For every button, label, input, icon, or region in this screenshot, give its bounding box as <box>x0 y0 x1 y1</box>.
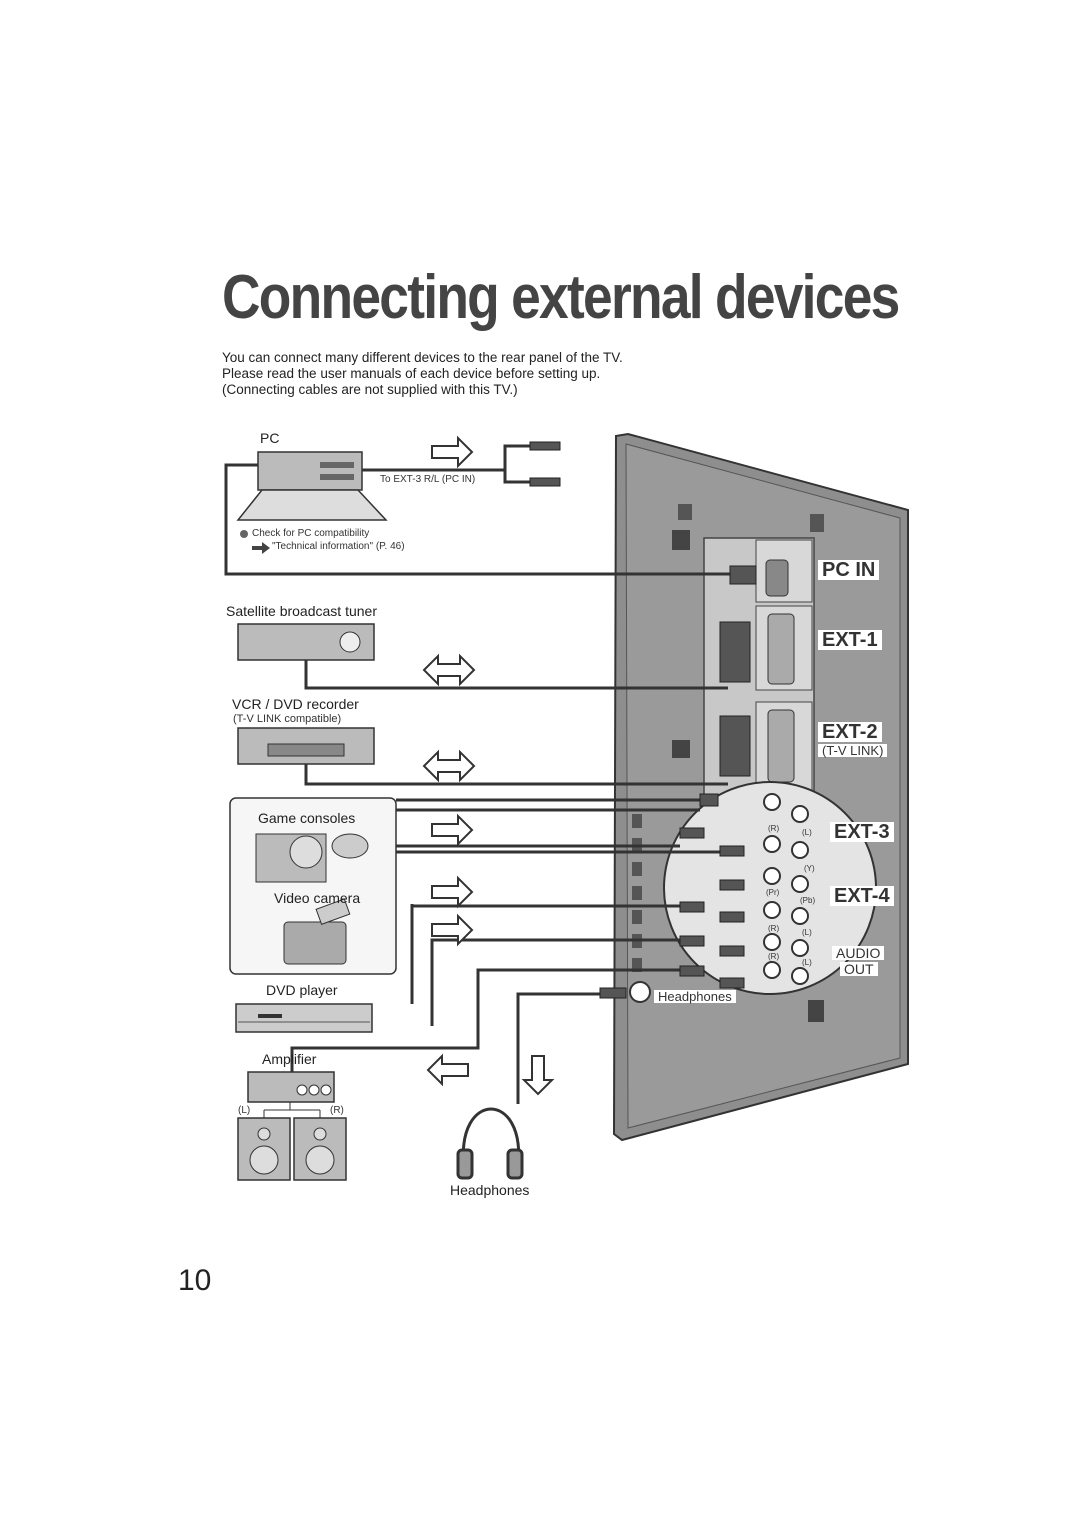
intro-line-3: (Connecting cables are not supplied with… <box>222 382 518 397</box>
pc-cable-note: To EXT-3 R/L (PC IN) <box>380 474 476 485</box>
jack-l1: (L) <box>802 828 812 837</box>
jack-r3: (R) <box>768 952 780 961</box>
jack-l2: (L) <box>802 928 812 937</box>
page-title: Connecting external devices <box>222 263 900 332</box>
vcr-note: (T-V LINK compatible) <box>233 713 342 725</box>
intro-line-1: You can connect many different devices t… <box>222 350 623 365</box>
amplifier-label: Amplifier <box>262 1051 317 1067</box>
cables <box>224 444 730 1104</box>
headphones-label: Headphones <box>450 1182 530 1198</box>
audio-out-label-1: AUDIO <box>832 946 885 960</box>
amp-left-label: (L) <box>238 1105 251 1116</box>
camera-label: Video camera <box>274 890 361 906</box>
jack-pb: (Pb) <box>800 896 816 905</box>
game-camera-frame <box>229 797 397 975</box>
pc-laptop-icon <box>236 451 388 521</box>
headphones-icon <box>456 1107 524 1180</box>
page-number: 10 <box>178 1264 212 1297</box>
ext1-port-label: EXT-1 <box>818 630 882 650</box>
jack-r2: (R) <box>768 924 780 933</box>
pc-in-port-label: PC IN <box>818 560 880 580</box>
jack-pr: (Pr) <box>766 888 780 897</box>
dvd-label: DVD player <box>266 982 338 998</box>
arrow-ref-icon <box>252 542 270 554</box>
amp-right-label: (R) <box>330 1105 344 1116</box>
jack-y: (Y) <box>804 864 815 873</box>
direction-arrows <box>422 435 555 1096</box>
game-label: Game consoles <box>258 810 356 826</box>
jack-l3: (L) <box>802 958 812 967</box>
pc-label: PC <box>260 430 280 446</box>
tv-rear-panel <box>612 432 909 1142</box>
ext3-port-label: EXT-3 <box>830 822 894 842</box>
plugs <box>529 441 757 999</box>
headphones-jack-label: Headphones <box>654 990 736 1003</box>
satellite-label: Satellite broadcast tuner <box>226 603 377 619</box>
pc-check-note: Check for PC compatibility <box>252 528 370 539</box>
vcr-icon <box>237 727 375 765</box>
tv-link-label: (T-V LINK) <box>818 744 888 757</box>
jack-r1: (R) <box>768 824 780 833</box>
pc-ref-note: "Technical information" (P. 46) <box>272 541 405 552</box>
speaker-icons <box>237 1102 347 1181</box>
bullet-icon <box>240 530 248 538</box>
audio-out-label-2: OUT <box>840 962 878 976</box>
vcr-label: VCR / DVD recorder <box>232 696 359 712</box>
satellite-tuner-icon <box>237 623 375 661</box>
ext2-port-label: EXT-2 <box>818 722 882 742</box>
dvd-player-icon <box>235 1003 373 1033</box>
ext4-port-label: EXT-4 <box>830 886 894 906</box>
intro-line-2: Please read the user manuals of each dev… <box>222 366 601 381</box>
amplifier-icon <box>247 1071 335 1103</box>
